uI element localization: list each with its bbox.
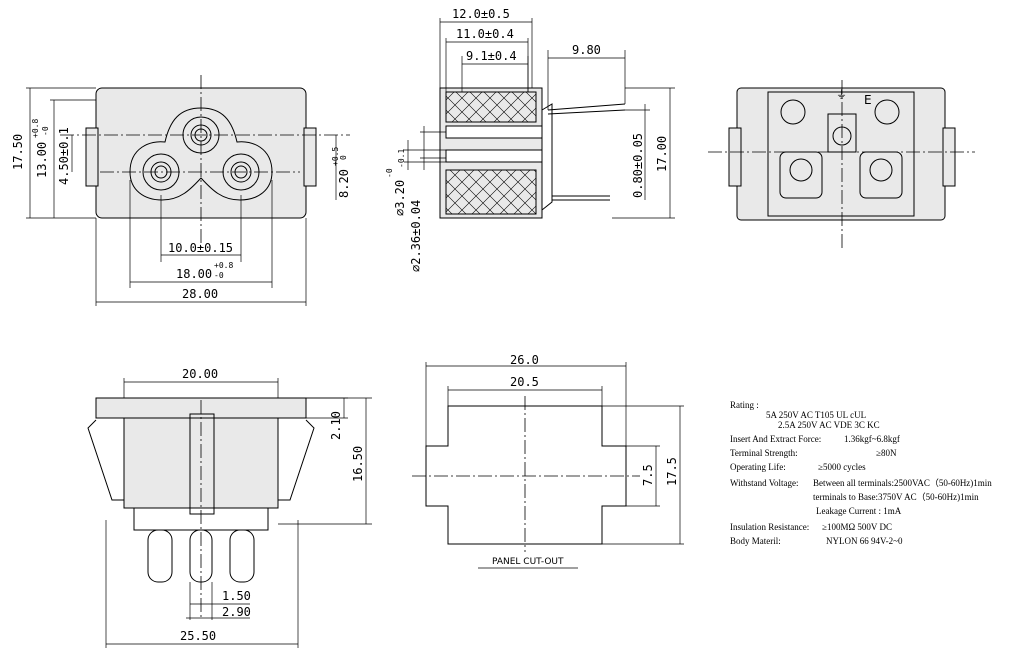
bottom-view: 20.00 2.10 16.50 1.50 2.90 25.50 bbox=[87, 367, 372, 648]
panel-cutout: 26.0 20.5 7.5 17.5 PANEL CUT-OUT bbox=[412, 353, 684, 569]
spec-label: Rating : bbox=[730, 400, 759, 410]
front-pin-pitch-label: 10.0±0.15 bbox=[168, 241, 233, 255]
front-left-tab bbox=[85, 127, 99, 187]
rear-hole-right bbox=[874, 99, 900, 125]
front-right-offset-label: 8.20 bbox=[337, 169, 351, 198]
front-outer-pitch-label: 18.00 bbox=[176, 267, 212, 281]
spec-label: Insulation Resistance: bbox=[730, 522, 809, 532]
spec-value: ≥80N bbox=[876, 448, 897, 458]
bottom-pin-w1-label: 1.50 bbox=[222, 589, 251, 603]
cutout-notch-label: 7.5 bbox=[641, 464, 655, 486]
cutout-outline bbox=[425, 405, 627, 545]
spec-value: ≥5000 cycles bbox=[818, 462, 866, 472]
front-outer-tol: +0.8 bbox=[214, 261, 233, 270]
bottom-flange-label: 2.10 bbox=[329, 411, 343, 440]
side-height-label: 17.00 bbox=[655, 136, 669, 172]
spec-label: Insert And Extract Force: bbox=[730, 434, 821, 444]
bottom-pin-w2-label: 2.90 bbox=[222, 605, 251, 619]
front-top-pin-tol2: -0 bbox=[41, 126, 50, 136]
cutout-height-label: 17.5 bbox=[665, 457, 679, 486]
rear-ground-symbol: ⏚ bbox=[836, 88, 847, 101]
spec-label: Body Materil: bbox=[730, 536, 781, 546]
front-outer-tol2: -0 bbox=[214, 271, 224, 280]
side-depth1-label: 12.0±0.5 bbox=[452, 7, 510, 21]
front-pin-row-label: 4.50±0.1 bbox=[57, 127, 71, 185]
front-view: 17.50 13.00 +0.8 -0 4.50±0.1 8.20 +0.5 0… bbox=[11, 75, 351, 306]
side-dia1-tol: -0 bbox=[385, 168, 394, 178]
spec-value: 5A 250V AC T105 UL cUL bbox=[766, 410, 866, 420]
bottom-base-width-label: 25.50 bbox=[180, 629, 216, 643]
spec-value: Between all terminals:2500VAC（50-60Hz)1m… bbox=[813, 478, 992, 488]
side-pin-length-label: 9.80 bbox=[572, 43, 601, 57]
bottom-height-label: 16.50 bbox=[351, 446, 365, 482]
front-width-label: 28.00 bbox=[182, 287, 218, 301]
rear-left-tab bbox=[728, 127, 742, 187]
side-depth3-label: 9.1±0.4 bbox=[466, 49, 517, 63]
front-right-tol2: 0 bbox=[339, 155, 348, 160]
rear-right-tab bbox=[942, 127, 956, 187]
front-top-pin-tol: +0.8 bbox=[31, 119, 40, 138]
rear-view: E ⏚ bbox=[708, 80, 975, 250]
side-dia1-label: ⌀3.20 bbox=[393, 180, 407, 216]
spec-value: NYLON 66 94V-2~0 bbox=[826, 536, 903, 546]
spec-label: Operating Life: bbox=[730, 462, 786, 472]
side-dia2-label: ⌀2.36±0.04 bbox=[409, 200, 423, 272]
spec-label: Withstand Voltage: bbox=[730, 478, 799, 488]
bottom-pin-right bbox=[229, 529, 255, 583]
rear-right-terminal bbox=[869, 158, 893, 182]
spec-value: Leakage Current : 1mA bbox=[816, 506, 902, 516]
side-view: 12.0±0.5 11.0±0.4 9.1±0.4 9.80 17.00 0.8… bbox=[385, 7, 675, 272]
rear-e-mark: E bbox=[864, 93, 872, 107]
spec-value: 2.5A 250V AC VDE 3C KC bbox=[778, 420, 880, 430]
front-height-label: 17.50 bbox=[11, 134, 25, 170]
cutout-title: PANEL CUT-OUT bbox=[492, 557, 564, 567]
side-dia1-tol2: -0.1 bbox=[397, 149, 406, 168]
rear-left-terminal bbox=[789, 158, 813, 182]
bottom-pin-left bbox=[147, 529, 173, 583]
front-right-tab bbox=[303, 127, 317, 187]
side-pin-thickness-label: 0.80±0.05 bbox=[631, 133, 645, 198]
front-right-tol: +0.5 bbox=[331, 147, 340, 166]
front-top-pin-label: 13.00 bbox=[35, 142, 49, 178]
spec-block: Rating : 5A 250V AC T105 UL cUL 2.5A 250… bbox=[730, 400, 992, 546]
spec-value: 1.36kgf~6.8kgf bbox=[844, 434, 900, 444]
bottom-top-width-label: 20.00 bbox=[182, 367, 218, 381]
cutout-outer-width-label: 26.0 bbox=[510, 353, 539, 367]
spec-value: ≥100MΩ 500V DC bbox=[822, 522, 892, 532]
rear-hole-left bbox=[780, 99, 806, 125]
spec-label: Terminal Strength: bbox=[730, 448, 798, 458]
side-depth2-label: 11.0±0.4 bbox=[456, 27, 514, 41]
spec-value: terminals to Base:3750V AC（50-60Hz)1min bbox=[813, 492, 979, 502]
cutout-inner-width-label: 20.5 bbox=[510, 375, 539, 389]
